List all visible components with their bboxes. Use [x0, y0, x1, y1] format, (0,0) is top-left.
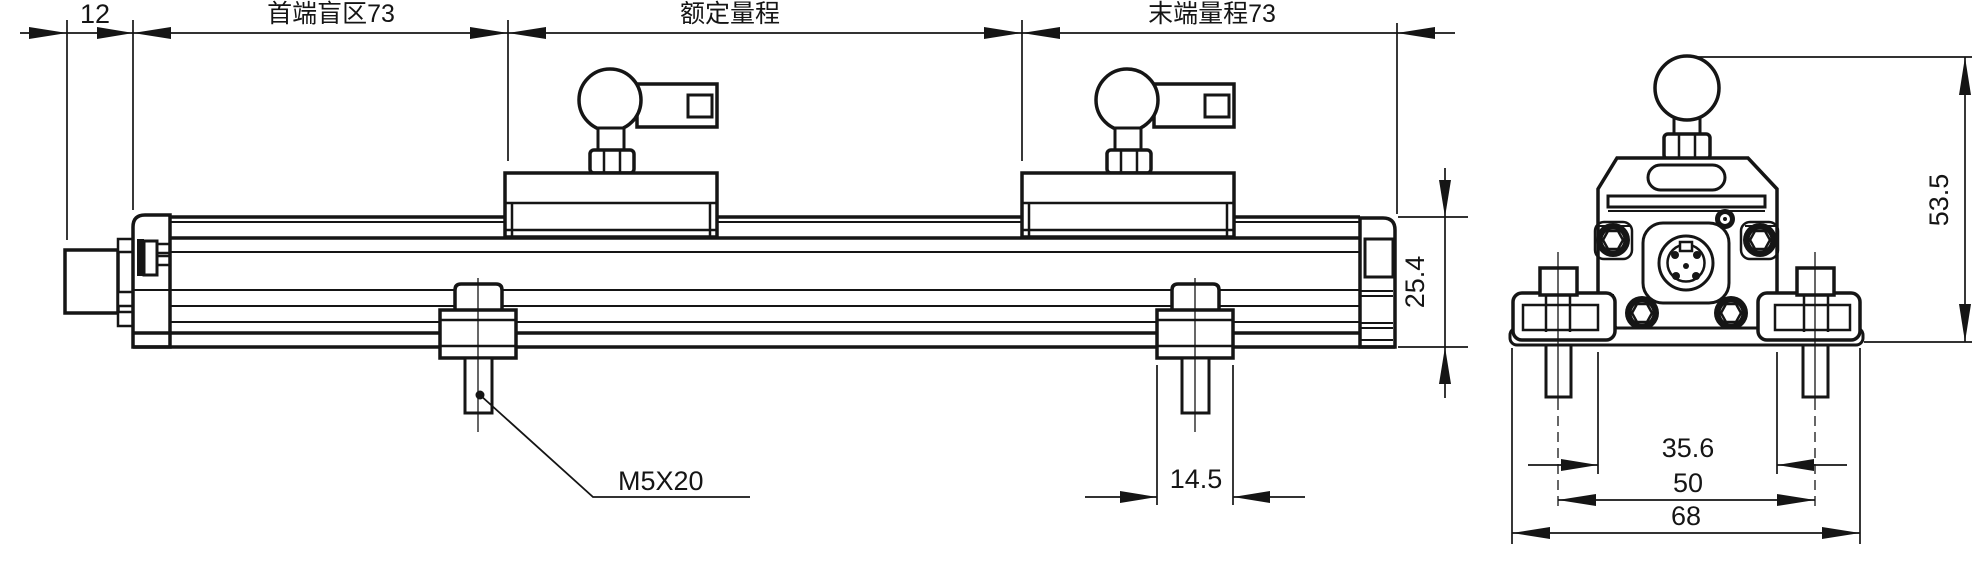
- bolt-leader: [475, 390, 750, 498]
- mounting-clamp-2: [1155, 278, 1235, 432]
- ball-stud: [1094, 67, 1160, 133]
- rod-end-arm: [1152, 82, 1236, 129]
- cable-connector-block: [63, 237, 136, 328]
- slide-plate: [1606, 194, 1767, 209]
- hex-nut: [1662, 132, 1712, 161]
- front-view: [63, 67, 1397, 498]
- rail-profile-lines: [133, 215, 1395, 349]
- mounting-brackets: [1508, 252, 1865, 506]
- set-screw: [1715, 209, 1735, 229]
- dim-label-clamp-width: 14.5: [1170, 464, 1223, 494]
- corner-bolts: [1596, 223, 1777, 330]
- dim-label-claw-span: 35.6: [1662, 433, 1715, 463]
- dim-label-profile-height: 25.4: [1400, 256, 1430, 309]
- hex-nut: [588, 148, 636, 175]
- ball-stud-end: [1653, 54, 1721, 161]
- dim-label-overall-height: 53.5: [1924, 174, 1954, 227]
- bolt-callout-label: M5X20: [618, 466, 704, 496]
- connector-pins: [1671, 251, 1701, 280]
- dim-label-12: 12: [80, 0, 110, 29]
- left-cap-latch: [137, 239, 172, 277]
- dimension-arrows: [29, 27, 1971, 539]
- hex-nut: [1105, 148, 1153, 175]
- dimensions: [20, 20, 1972, 544]
- right-cap-latch: [1360, 237, 1395, 341]
- dim-label-rated-range: 额定量程: [680, 0, 780, 28]
- dimension-labels: 12 首端盲区73 额定量程 末端量程73 M5X20 14.5 25.4 53…: [80, 0, 1954, 531]
- rod-end-arm: [635, 82, 719, 129]
- dim-label-end-range: 末端量程73: [1148, 0, 1276, 28]
- carriage-1: [503, 67, 719, 239]
- right-end-cap: [1358, 216, 1397, 349]
- carriage-2: [1020, 67, 1236, 239]
- dim-label-head-blind-zone: 首端盲区73: [267, 0, 395, 28]
- top-slot: [1646, 163, 1727, 192]
- side-view: [1508, 54, 1865, 506]
- circular-connector: [1641, 221, 1731, 305]
- dim-label-base-width: 68: [1671, 501, 1701, 531]
- keyway-notch: [1678, 240, 1694, 253]
- ball-stud: [577, 67, 643, 133]
- left-end-cap: [131, 213, 172, 349]
- dim-label-bolt-spacing: 50: [1673, 468, 1703, 498]
- mounting-clamp-1: [438, 278, 518, 432]
